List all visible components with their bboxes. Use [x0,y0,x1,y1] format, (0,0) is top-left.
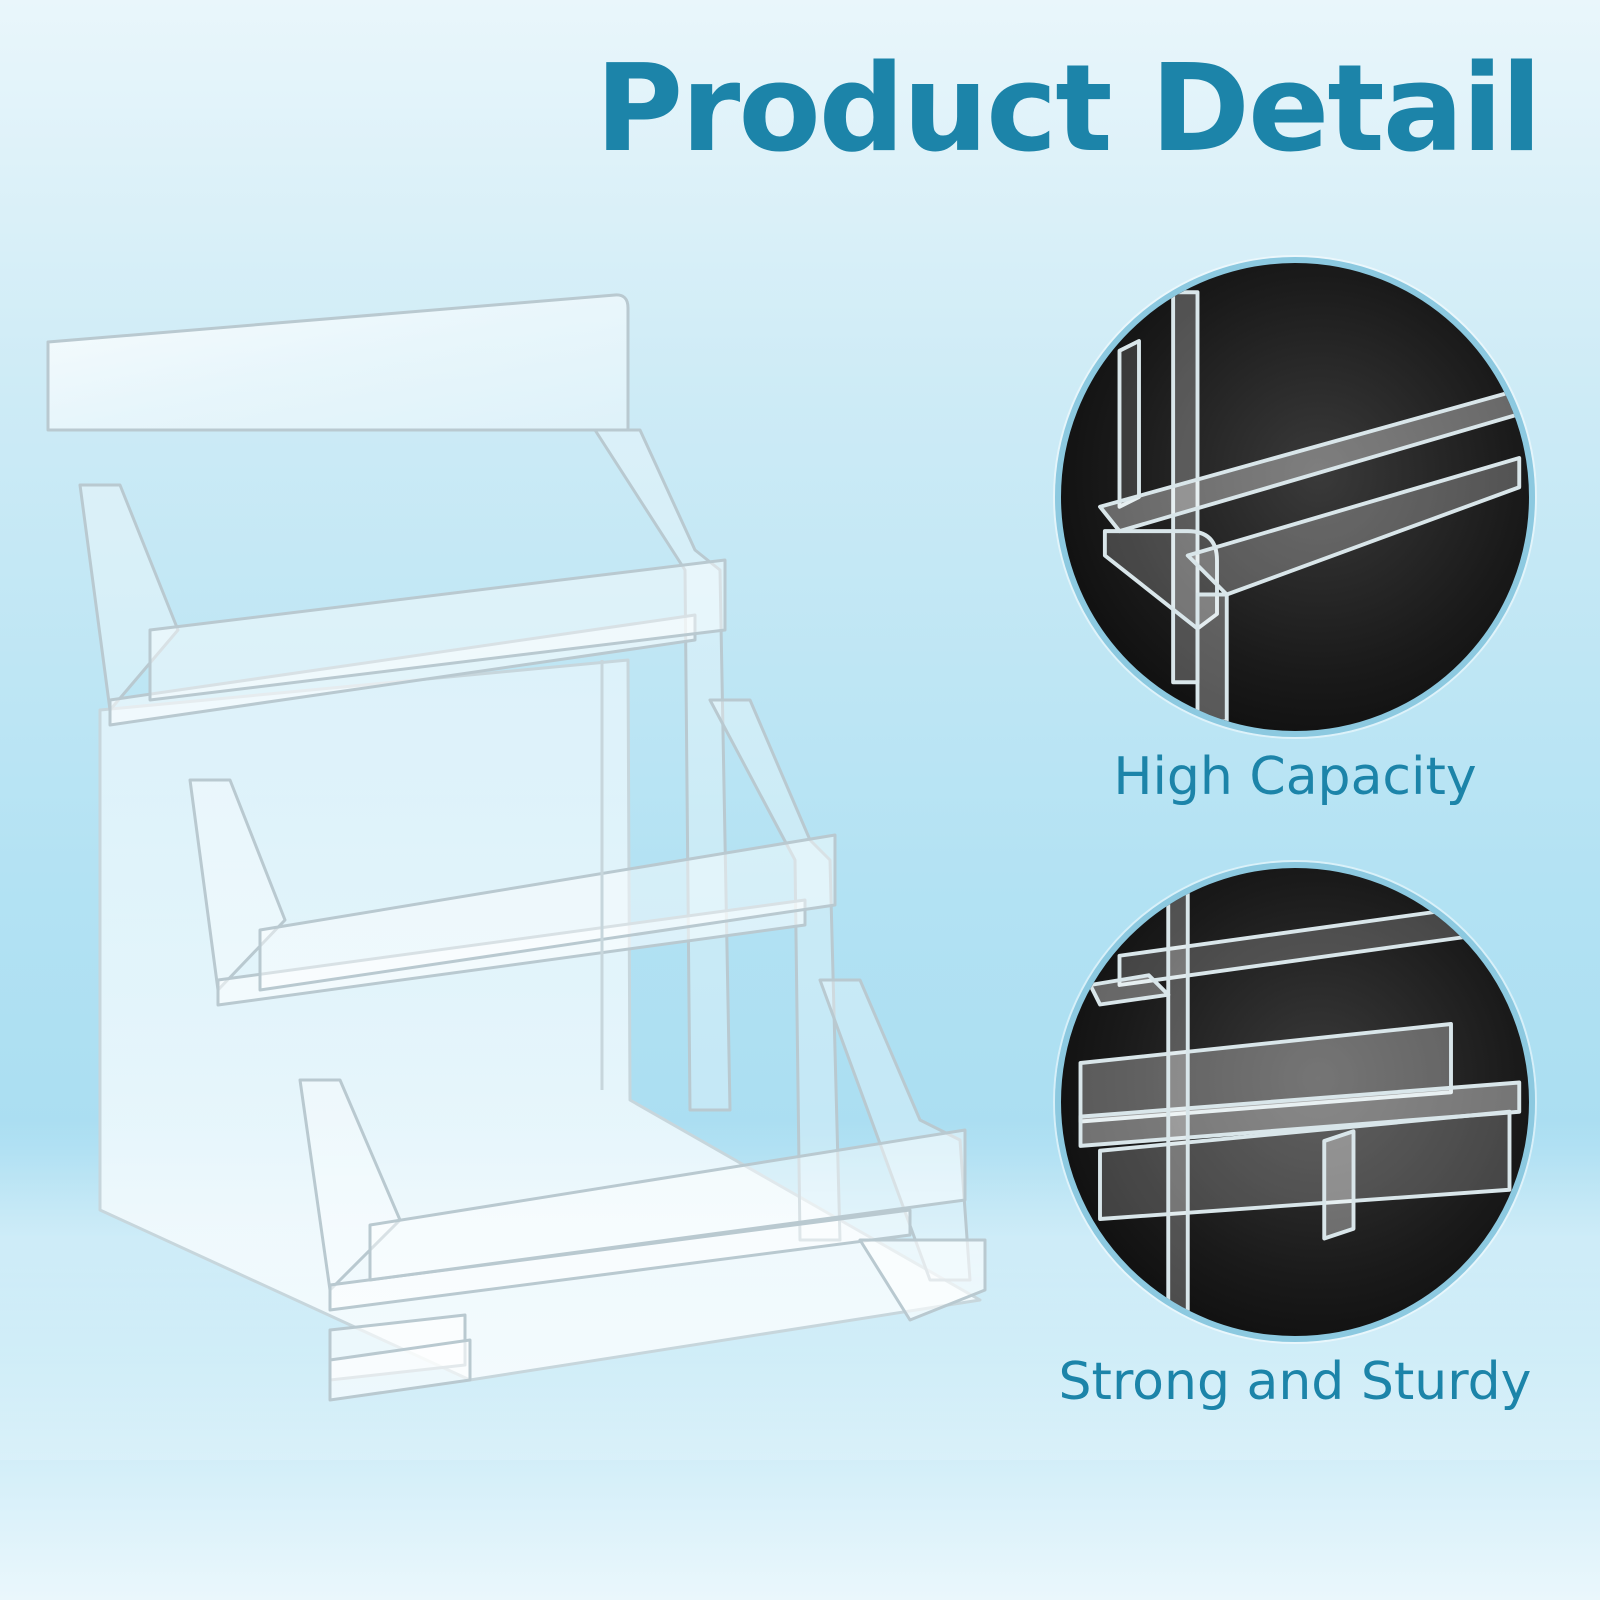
acrylic-shelf-closeup-icon [1098,290,1522,724]
feature-caption-capacity: High Capacity [1113,747,1477,807]
acrylic-stand-drawing [46,293,987,1402]
product-image [30,280,1030,1460]
feature-caption-sturdy: Strong and Sturdy [1058,1352,1532,1412]
detail-closeup-capacity [1055,257,1535,737]
acrylic-tiers-closeup-icon [1078,875,1522,1329]
detail-closeup-sturdy [1055,862,1535,1342]
page-title: Product Detail [595,40,1542,179]
